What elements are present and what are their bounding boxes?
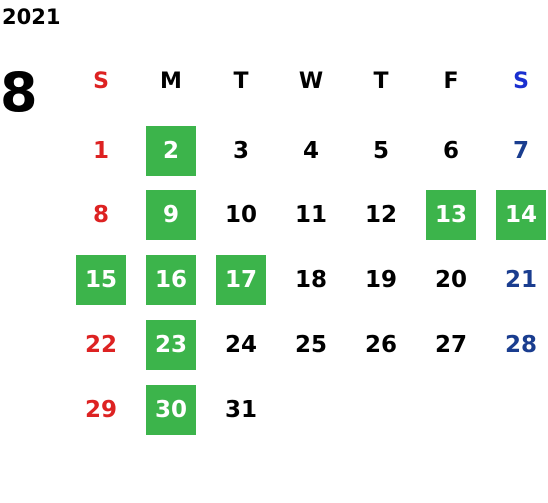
day-cell[interactable]: 19 bbox=[364, 267, 397, 293]
weekday-header-mon: M bbox=[160, 68, 182, 94]
day-cell[interactable]: 20 bbox=[434, 267, 467, 293]
day-cell[interactable]: 9 bbox=[146, 190, 196, 240]
day-cell[interactable]: 18 bbox=[294, 267, 327, 293]
calendar-grid: S M T W T F S 1 2 3 4 5 6 7 8 9 10 11 12… bbox=[68, 0, 548, 503]
weekday-header-thu: T bbox=[373, 68, 389, 94]
day-cell[interactable]: 25 bbox=[294, 332, 327, 358]
weekday-header-wed: W bbox=[298, 68, 324, 94]
day-cell[interactable]: 16 bbox=[146, 255, 196, 305]
weekday-header-tue: T bbox=[233, 68, 249, 94]
day-cell[interactable]: 5 bbox=[372, 138, 389, 164]
day-cell[interactable]: 7 bbox=[512, 138, 529, 164]
year-label: 2021 bbox=[2, 5, 61, 29]
day-cell[interactable]: 3 bbox=[232, 138, 249, 164]
day-cell[interactable]: 12 bbox=[364, 202, 397, 228]
day-cell[interactable]: 24 bbox=[224, 332, 257, 358]
day-cell[interactable]: 11 bbox=[294, 202, 327, 228]
month-label: 8 bbox=[0, 61, 38, 124]
day-cell[interactable]: 21 bbox=[504, 267, 537, 293]
day-cell[interactable]: 17 bbox=[216, 255, 266, 305]
day-cell[interactable]: 10 bbox=[224, 202, 257, 228]
weekday-header-sun: S bbox=[93, 68, 109, 94]
day-cell[interactable]: 29 bbox=[84, 397, 117, 423]
day-cell[interactable]: 26 bbox=[364, 332, 397, 358]
day-cell[interactable]: 30 bbox=[146, 385, 196, 435]
day-cell[interactable]: 14 bbox=[496, 190, 546, 240]
day-cell[interactable]: 31 bbox=[224, 397, 257, 423]
day-cell[interactable]: 22 bbox=[84, 332, 117, 358]
day-cell[interactable]: 13 bbox=[426, 190, 476, 240]
day-cell[interactable]: 2 bbox=[146, 126, 196, 176]
day-cell[interactable]: 28 bbox=[504, 332, 537, 358]
day-cell[interactable]: 6 bbox=[442, 138, 459, 164]
day-cell[interactable]: 1 bbox=[92, 138, 109, 164]
day-cell[interactable]: 27 bbox=[434, 332, 467, 358]
weekday-header-sat: S bbox=[513, 68, 529, 94]
day-cell[interactable]: 4 bbox=[302, 138, 319, 164]
day-cell[interactable]: 23 bbox=[146, 320, 196, 370]
weekday-header-fri: F bbox=[443, 68, 459, 94]
day-cell[interactable]: 15 bbox=[76, 255, 126, 305]
day-cell[interactable]: 8 bbox=[92, 202, 109, 228]
